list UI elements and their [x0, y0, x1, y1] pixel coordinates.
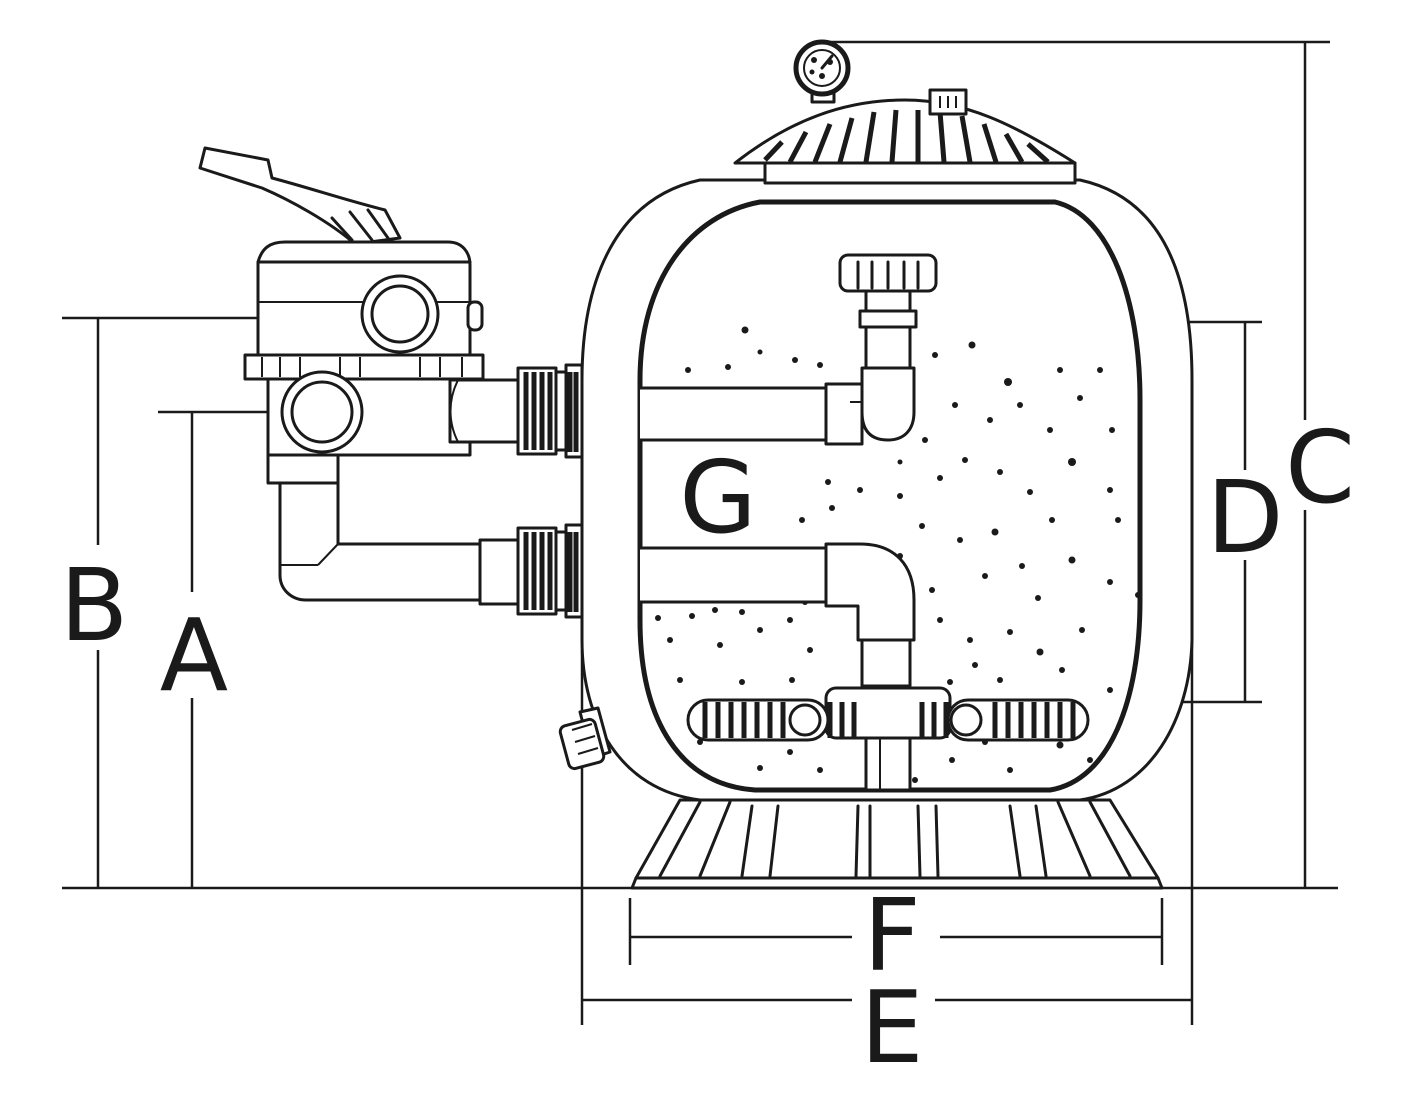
upper-coupling	[824, 382, 864, 446]
top-diffuser	[838, 253, 938, 329]
left-lateral	[686, 698, 857, 742]
lid-ribs	[763, 109, 1050, 164]
multiport-valve-icon	[198, 146, 584, 619]
upper-union	[516, 363, 584, 459]
lid-dome	[733, 98, 1077, 165]
lower-connection-pipe	[478, 538, 522, 606]
lateral-hub	[824, 686, 952, 740]
right-lateral	[919, 698, 1090, 742]
lower-bend-pipe	[278, 481, 482, 602]
label-d: D	[1206, 459, 1283, 576]
tank-lid	[733, 39, 1077, 185]
valve-outlet-collar	[266, 453, 340, 485]
base-stand	[630, 798, 1164, 890]
valve-handle	[198, 146, 402, 246]
label-e: E	[860, 969, 923, 1086]
upper-riser	[864, 325, 912, 370]
dimension-labels: B A C D E F G	[60, 409, 1355, 1086]
internal-piping	[638, 253, 1090, 792]
drain-plug-icon	[558, 706, 612, 771]
lower-riser	[860, 638, 912, 688]
lower-outlet-pipe	[638, 546, 828, 604]
upper-inlet-pipe	[638, 386, 828, 442]
tank-cutaway	[637, 199, 1143, 793]
label-f: F	[863, 877, 921, 994]
base-ribs	[658, 800, 1132, 878]
pressure-gauge-icon	[793, 39, 851, 104]
air-release-valve-icon	[928, 88, 968, 116]
label-g: G	[679, 439, 757, 556]
label-b: B	[60, 547, 129, 664]
label-a: A	[160, 597, 228, 714]
upper-connection-pipe	[448, 378, 522, 444]
hub-stem	[864, 736, 912, 792]
label-c: C	[1285, 409, 1355, 526]
lid-rim	[763, 161, 1077, 185]
lower-union	[516, 523, 584, 619]
upper-elbow	[860, 366, 916, 442]
